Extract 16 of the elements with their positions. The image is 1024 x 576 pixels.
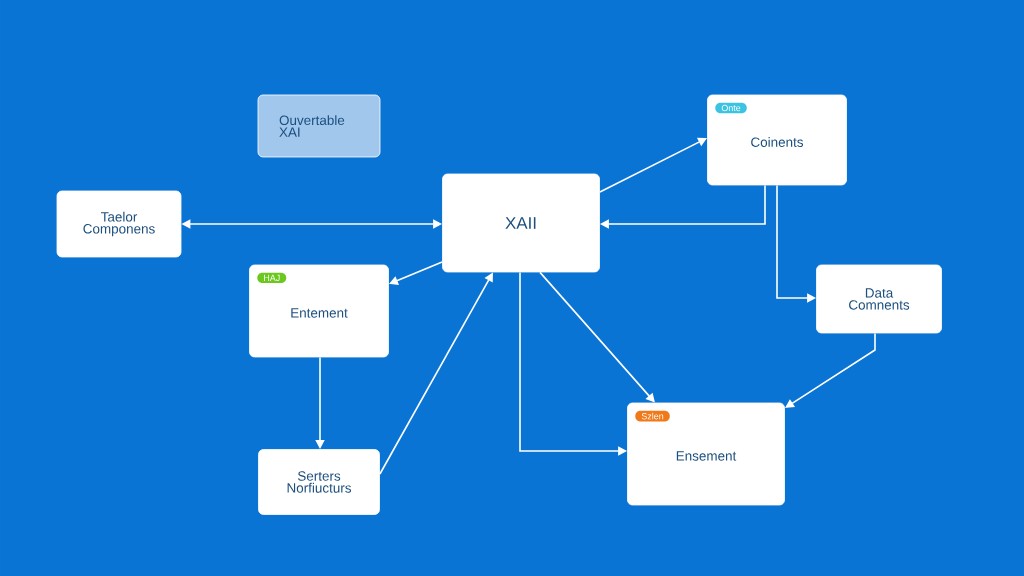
process-box: XAII bbox=[442, 173, 600, 273]
process-box: Data Comnents bbox=[816, 264, 942, 334]
arrow bbox=[389, 261, 443, 285]
process-box: Ensement Szlen bbox=[627, 402, 785, 506]
process-box: Taelor Componens bbox=[56, 190, 182, 258]
process-box: Entement HAJ bbox=[249, 264, 389, 358]
tag-pill: Szlen bbox=[635, 410, 670, 422]
process-box: Serters Norfiucturs bbox=[258, 449, 380, 515]
process-box: Ouvertable XAI bbox=[257, 94, 381, 158]
arrow bbox=[776, 184, 816, 303]
arrow bbox=[600, 184, 766, 229]
tag-pill: HAJ bbox=[257, 272, 287, 284]
tag-pill: Onte bbox=[715, 102, 747, 114]
arrow bbox=[539, 271, 655, 403]
process-box: Coinents Onte bbox=[707, 94, 847, 186]
arrow bbox=[315, 356, 325, 449]
